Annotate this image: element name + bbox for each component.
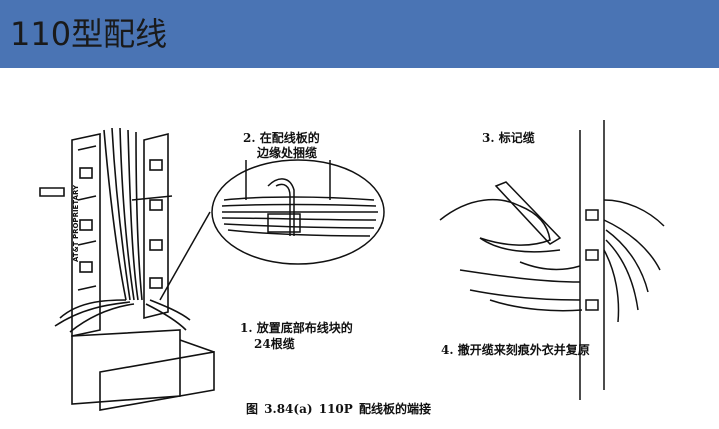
page-title: 110型配线 xyxy=(10,15,168,53)
title-bar: 110型配线 xyxy=(0,0,719,68)
wiring-panel-illustration xyxy=(39,127,215,411)
label-step-4: 4. 撤开缆来刻痕外衣并复原 xyxy=(441,343,590,357)
hand-marking-cable-illustration xyxy=(439,120,665,400)
label-step-2-line1: 2. 在配线板的 xyxy=(243,131,320,145)
magnifier-detail-illustration xyxy=(159,159,385,301)
label-step-1-line1: 1. 放置底部布线块的 xyxy=(240,321,353,335)
figure-caption: 图 3.84(a) 110P 配线板的端接 xyxy=(246,402,431,416)
label-step-2-line2: 边缘处捆缆 xyxy=(257,146,318,160)
panel-imprint-text: AT&T PROPRIETARY xyxy=(72,184,80,262)
label-step-1-line2: 24根缆 xyxy=(254,337,295,351)
label-step-3: 3. 标记缆 xyxy=(482,131,535,145)
